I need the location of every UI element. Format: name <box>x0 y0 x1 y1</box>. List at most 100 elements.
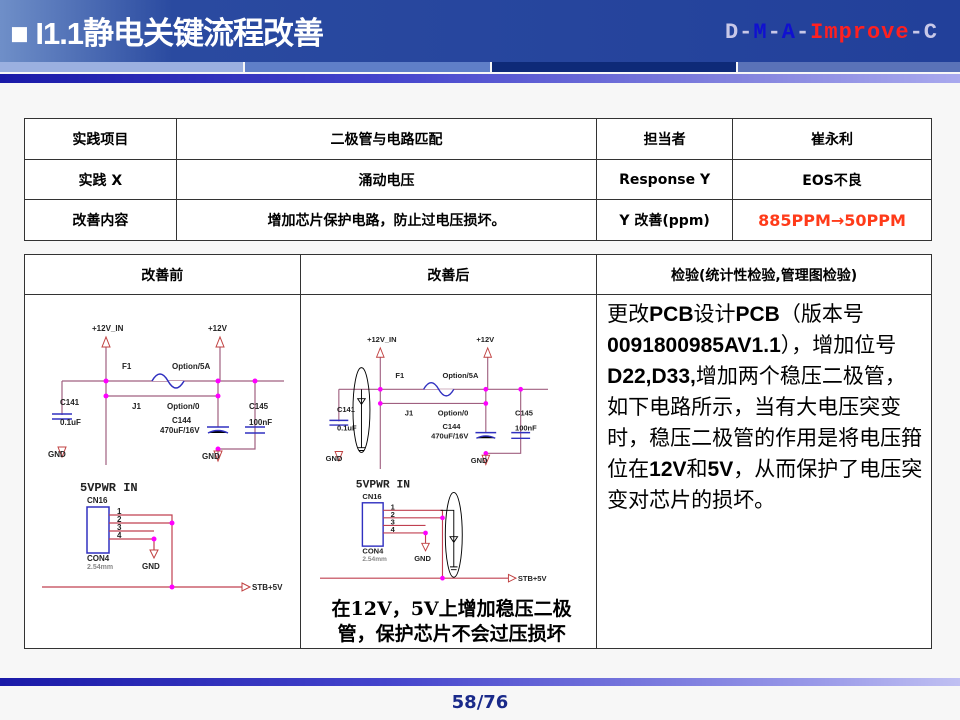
header-after: 改善后 <box>299 254 598 295</box>
pin-3: 3 <box>390 517 394 526</box>
label-c145-value: 100nF <box>515 424 537 433</box>
improvement-table: 改善前 改善后 检验(统计性检验,管理图检验) +12V_IN +12V F1 … <box>24 254 932 649</box>
pin-1: 1 <box>117 507 122 516</box>
pin-1: 1 <box>390 502 394 511</box>
verification-fragment: 增加两个稳压二极管，如下电路所示，当有大电压突变时，稳压二极管的作用是将电压箝位… <box>607 364 923 481</box>
verification-fragment: 和 <box>686 457 708 481</box>
schematic-12v: +12V_IN +12V F1 Option/5A J1 Option/0 C1… <box>42 307 284 465</box>
info-label: Y 改善(ppm) <box>596 199 734 242</box>
info-value: 崔永利 <box>732 118 932 160</box>
verification-fragment: 0091800985AV1.1 <box>607 334 781 357</box>
slide-title: ■ I1.1静电关键流程改善 <box>10 16 324 51</box>
info-value: EOS不良 <box>732 158 932 201</box>
verification-fragment: 设计 <box>693 302 736 326</box>
pin-4: 4 <box>390 525 395 534</box>
verification-fragment: D22,D33, <box>607 365 696 388</box>
info-value: 885PPM→50PPM <box>732 199 932 242</box>
verification-text: 更改PCB设计PCB（版本号0091800985AV1.1），增加位号D22,D… <box>596 294 932 649</box>
verification-fragment: ），增加位号 <box>780 333 897 357</box>
zener-diode-d33 <box>440 491 463 578</box>
label-gnd: GND <box>325 454 342 463</box>
zener-diode-d22 <box>352 367 370 453</box>
header-stripes <box>0 62 960 72</box>
label-option-5a: Option/5A <box>442 371 478 380</box>
label-c141-value: 0.1uF <box>60 418 81 427</box>
header-before: 改善前 <box>24 254 301 295</box>
label-con4: CON4 <box>87 554 110 563</box>
dmaic-segment: - <box>795 20 811 45</box>
label-12v-in: +12V_IN <box>367 335 396 344</box>
label-stb-5v: STB+5V <box>517 574 546 583</box>
pin-2: 2 <box>390 510 394 519</box>
info-label: 实践项目 <box>24 118 177 160</box>
info-value: 涌动电压 <box>175 158 598 201</box>
info-row: 实践项目二极管与电路匹配担当者崔永利 <box>24 118 932 160</box>
label-gnd: GND <box>48 450 66 459</box>
info-label: 担当者 <box>596 118 734 160</box>
label-j1: J1 <box>132 402 141 411</box>
label-stb-5v: STB+5V <box>252 583 283 592</box>
label-5vpwr-in: 5VPWR IN <box>355 480 409 492</box>
label-f1: F1 <box>122 362 132 371</box>
before-cell: +12V_IN +12V F1 Option/5A J1 Option/0 C1… <box>24 294 301 649</box>
dmaic-segment: A <box>781 20 796 45</box>
label-c145: C145 <box>515 409 533 418</box>
label-pitch: 2.54mm <box>362 556 387 563</box>
label-gnd: GND <box>142 562 160 571</box>
label-c141-value: 0.1uF <box>337 424 357 433</box>
label-cn16: CN16 <box>362 492 381 501</box>
info-label: Response Y <box>596 158 734 201</box>
label-f1: F1 <box>395 371 404 380</box>
dmaic-segment: D- <box>724 20 754 45</box>
label-option-0: Option/0 <box>437 409 467 418</box>
dmaic-segment: Improve <box>810 20 910 45</box>
info-row: 改善内容增加芯片保护电路，防止过电压损坏。Y 改善(ppm)885PPM→50P… <box>24 199 932 242</box>
dmaic-phase-indicator: D-M-A-Improve-C <box>725 20 938 45</box>
verification-fragment: 12V <box>649 458 687 481</box>
verification-fragment: ，从而保护了电压突变对芯片的损坏。 <box>607 457 923 512</box>
label-option-0: Option/0 <box>167 402 200 411</box>
dmaic-segment: - <box>767 20 782 45</box>
label-gnd: GND <box>470 456 487 465</box>
info-label: 改善内容 <box>24 199 177 242</box>
dmaic-segment: M <box>753 20 768 45</box>
pin-3: 3 <box>117 523 122 532</box>
info-value: 二极管与电路匹配 <box>175 118 598 160</box>
label-pitch: 2.54mm <box>87 564 113 571</box>
label-cn16: CN16 <box>87 496 108 505</box>
info-label: 实践 X <box>24 158 177 201</box>
after-cell: +12V_IN +12V F1 Option/5A J1 Option/0 C1… <box>299 294 598 649</box>
label-12v-in: +12V_IN <box>92 324 124 333</box>
label-c144-value: 470uF/16V <box>431 431 468 440</box>
pin-4: 4 <box>117 531 122 540</box>
label-c144-value: 470uF/16V <box>160 426 200 435</box>
verification-fragment: 5V <box>707 458 734 481</box>
label-5vpwr-in: 5VPWR IN <box>80 481 138 495</box>
dmaic-segment: -C <box>909 20 938 45</box>
label-c145-value: 100nF <box>249 418 272 427</box>
label-c141: C141 <box>60 398 80 407</box>
label-12v: +12V <box>476 335 494 344</box>
label-gnd: GND <box>414 554 431 563</box>
label-gnd: GND <box>202 452 220 461</box>
verification-fragment: PCB <box>735 303 780 326</box>
label-12v: +12V <box>208 324 228 333</box>
schematic-12v: +12V_IN +12V F1 Option/5A J1 Option/0 C1… <box>319 315 548 473</box>
verification-fragment: PCB <box>649 303 694 326</box>
schematic-5v: 5VPWR IN CN16 1 2 3 4 CON4 2.54mm GND ST… <box>319 469 548 595</box>
info-value: 增加芯片保护电路，防止过电压损坏。 <box>175 199 598 242</box>
label-j1: J1 <box>404 409 412 418</box>
pin-2: 2 <box>117 515 122 524</box>
label-c141: C141 <box>337 405 355 414</box>
header-verification: 检验(统计性检验,管理图检验) <box>596 254 932 295</box>
after-note: 在12V，5V上增加稳压二极管，保护芯片不会过压损坏 <box>331 598 572 645</box>
label-con4: CON4 <box>362 547 384 556</box>
verification-fragment: 更改 <box>607 302 650 326</box>
label-c144: C144 <box>442 422 461 431</box>
header-gradient-bar <box>0 74 960 83</box>
slide-header: ■ I1.1静电关键流程改善 D-M-A-Improve-C <box>0 0 960 62</box>
footer-bar <box>0 678 960 686</box>
label-option-5a: Option/5A <box>172 362 210 371</box>
